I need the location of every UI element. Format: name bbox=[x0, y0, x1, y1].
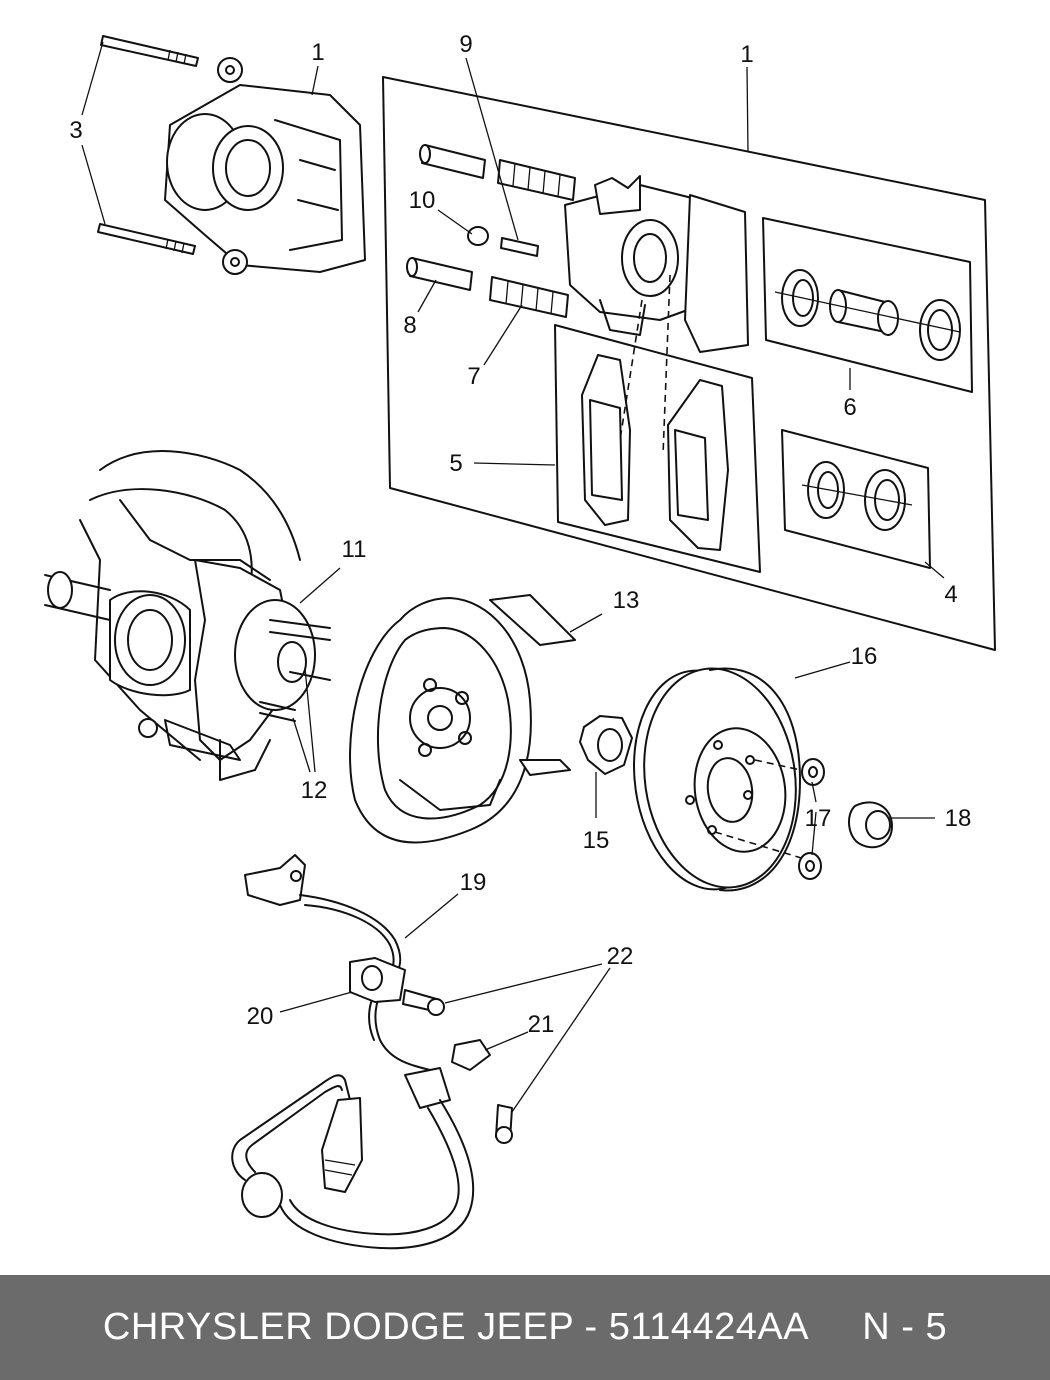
callout-16-rotor: 16 bbox=[851, 643, 878, 670]
callout-15-nut: 15 bbox=[583, 827, 610, 854]
seal-kit-box bbox=[781, 429, 931, 569]
rotor-clips bbox=[798, 758, 825, 880]
footer-bar: CHRYSLER DODGE JEEP - 5114424AA N - 5 bbox=[0, 1275, 1050, 1380]
knuckle-hub bbox=[44, 450, 331, 781]
wheel-speed-sensor bbox=[231, 854, 513, 1250]
callout-1-kit: 1 bbox=[740, 41, 753, 68]
callout-17-clips: 17 bbox=[805, 805, 832, 832]
caliper-kit-panel bbox=[382, 76, 996, 651]
callout-19-sensor: 19 bbox=[460, 869, 487, 896]
callout-1-caliper: 1 bbox=[311, 39, 324, 66]
callout-11-hub: 11 bbox=[342, 536, 367, 563]
brake-pads bbox=[581, 274, 729, 551]
seal-kit bbox=[801, 461, 913, 531]
splash-shield bbox=[349, 594, 576, 844]
brake-pad-box bbox=[554, 324, 761, 573]
hub-nut bbox=[579, 715, 633, 775]
kit-caliper-bracket bbox=[406, 144, 749, 353]
callout-13-shield: 13 bbox=[613, 587, 640, 614]
callout-9-guide-pin: 9 bbox=[459, 31, 472, 58]
piston-kit bbox=[774, 269, 961, 361]
callout-8-pin: 8 bbox=[403, 312, 416, 339]
brake-assembly-diagram: 1 3 9 1 10 8 7 5 6 4 11 12 13 16 15 17 1… bbox=[44, 31, 996, 1250]
callout-18-cap: 18 bbox=[945, 805, 972, 832]
part-number-caption: CHRYSLER DODGE JEEP - 5114424AA N - 5 bbox=[102, 1306, 948, 1348]
callout-4-seals: 4 bbox=[944, 581, 957, 608]
callout-22-bolts: 22 bbox=[607, 943, 634, 970]
callout-12-studs: 12 bbox=[301, 777, 328, 804]
callout-7-boot: 7 bbox=[467, 363, 480, 390]
callout-6-piston: 6 bbox=[843, 394, 856, 421]
callout-3-bolts: 3 bbox=[69, 117, 82, 144]
piston-kit-box bbox=[762, 217, 973, 393]
leader-lines bbox=[81, 41, 945, 1113]
callout-21-bracket: 21 bbox=[528, 1011, 555, 1038]
brake-rotor bbox=[633, 667, 811, 892]
callout-20-clip: 20 bbox=[247, 1003, 274, 1030]
caliper-bolts bbox=[97, 35, 199, 255]
dust-cap bbox=[848, 801, 893, 849]
callout-5-pads: 5 bbox=[449, 450, 462, 477]
caliper-assembly bbox=[164, 57, 366, 275]
callout-10-bushing: 10 bbox=[409, 187, 436, 214]
